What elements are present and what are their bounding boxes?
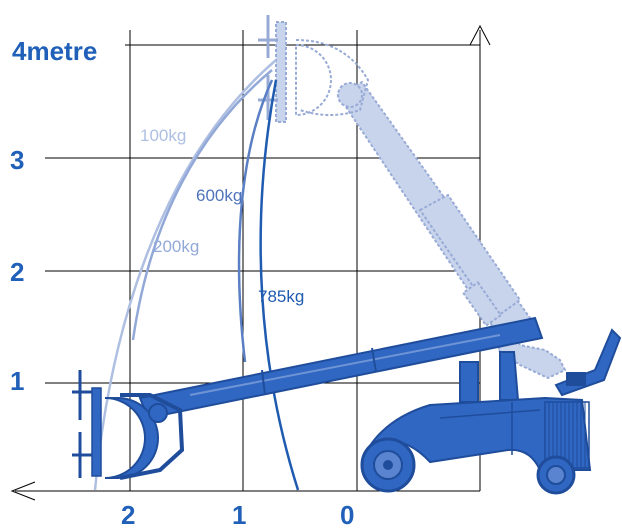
x-axis-arrow-icon bbox=[10, 481, 36, 501]
ghost-head-plate bbox=[275, 21, 287, 123]
ghost-head-ring bbox=[295, 43, 332, 117]
load-curves bbox=[93, 59, 300, 491]
x-tick-1: 1 bbox=[232, 500, 246, 529]
suction-cups-icon bbox=[72, 370, 92, 478]
curve-600kg bbox=[237, 79, 274, 363]
rear-wheel-icon bbox=[536, 455, 576, 495]
label-785kg: 785kg bbox=[258, 287, 304, 306]
machine-tower bbox=[459, 361, 479, 403]
crane-lifter-machine-icon bbox=[91, 316, 622, 495]
machine-vent bbox=[544, 401, 590, 469]
y-tick-3: 3 bbox=[10, 145, 24, 175]
head-plate bbox=[91, 387, 102, 477]
ghost-head-arm bbox=[295, 39, 370, 116]
ghost-boom-base bbox=[461, 281, 503, 327]
head-frame bbox=[119, 393, 185, 480]
label-600kg: 600kg bbox=[196, 186, 242, 205]
x-tick-0: 0 bbox=[340, 500, 354, 529]
curve-200kg bbox=[131, 69, 273, 341]
machine-mast bbox=[499, 351, 520, 401]
x-tick-2: 2 bbox=[121, 500, 135, 529]
ghost-suction-cups-icon bbox=[258, 15, 278, 120]
label-200kg: 200kg bbox=[153, 237, 199, 256]
y-axis-arrow-icon bbox=[469, 24, 491, 46]
raised-boom-ghost bbox=[275, 21, 567, 380]
head-pivot bbox=[148, 403, 168, 423]
wheel-icon bbox=[360, 437, 416, 493]
curve-785kg bbox=[259, 79, 300, 491]
label-100kg: 100kg bbox=[140, 126, 186, 145]
curve-100kg bbox=[93, 59, 277, 491]
ghost-pivot bbox=[337, 82, 363, 108]
ghost-boom-inner bbox=[418, 193, 522, 320]
y-tick-1: 1 bbox=[10, 366, 24, 396]
y-tick-2: 2 bbox=[10, 257, 24, 287]
machine-handle bbox=[554, 328, 622, 397]
y-tick-4: 4metre bbox=[12, 36, 97, 66]
